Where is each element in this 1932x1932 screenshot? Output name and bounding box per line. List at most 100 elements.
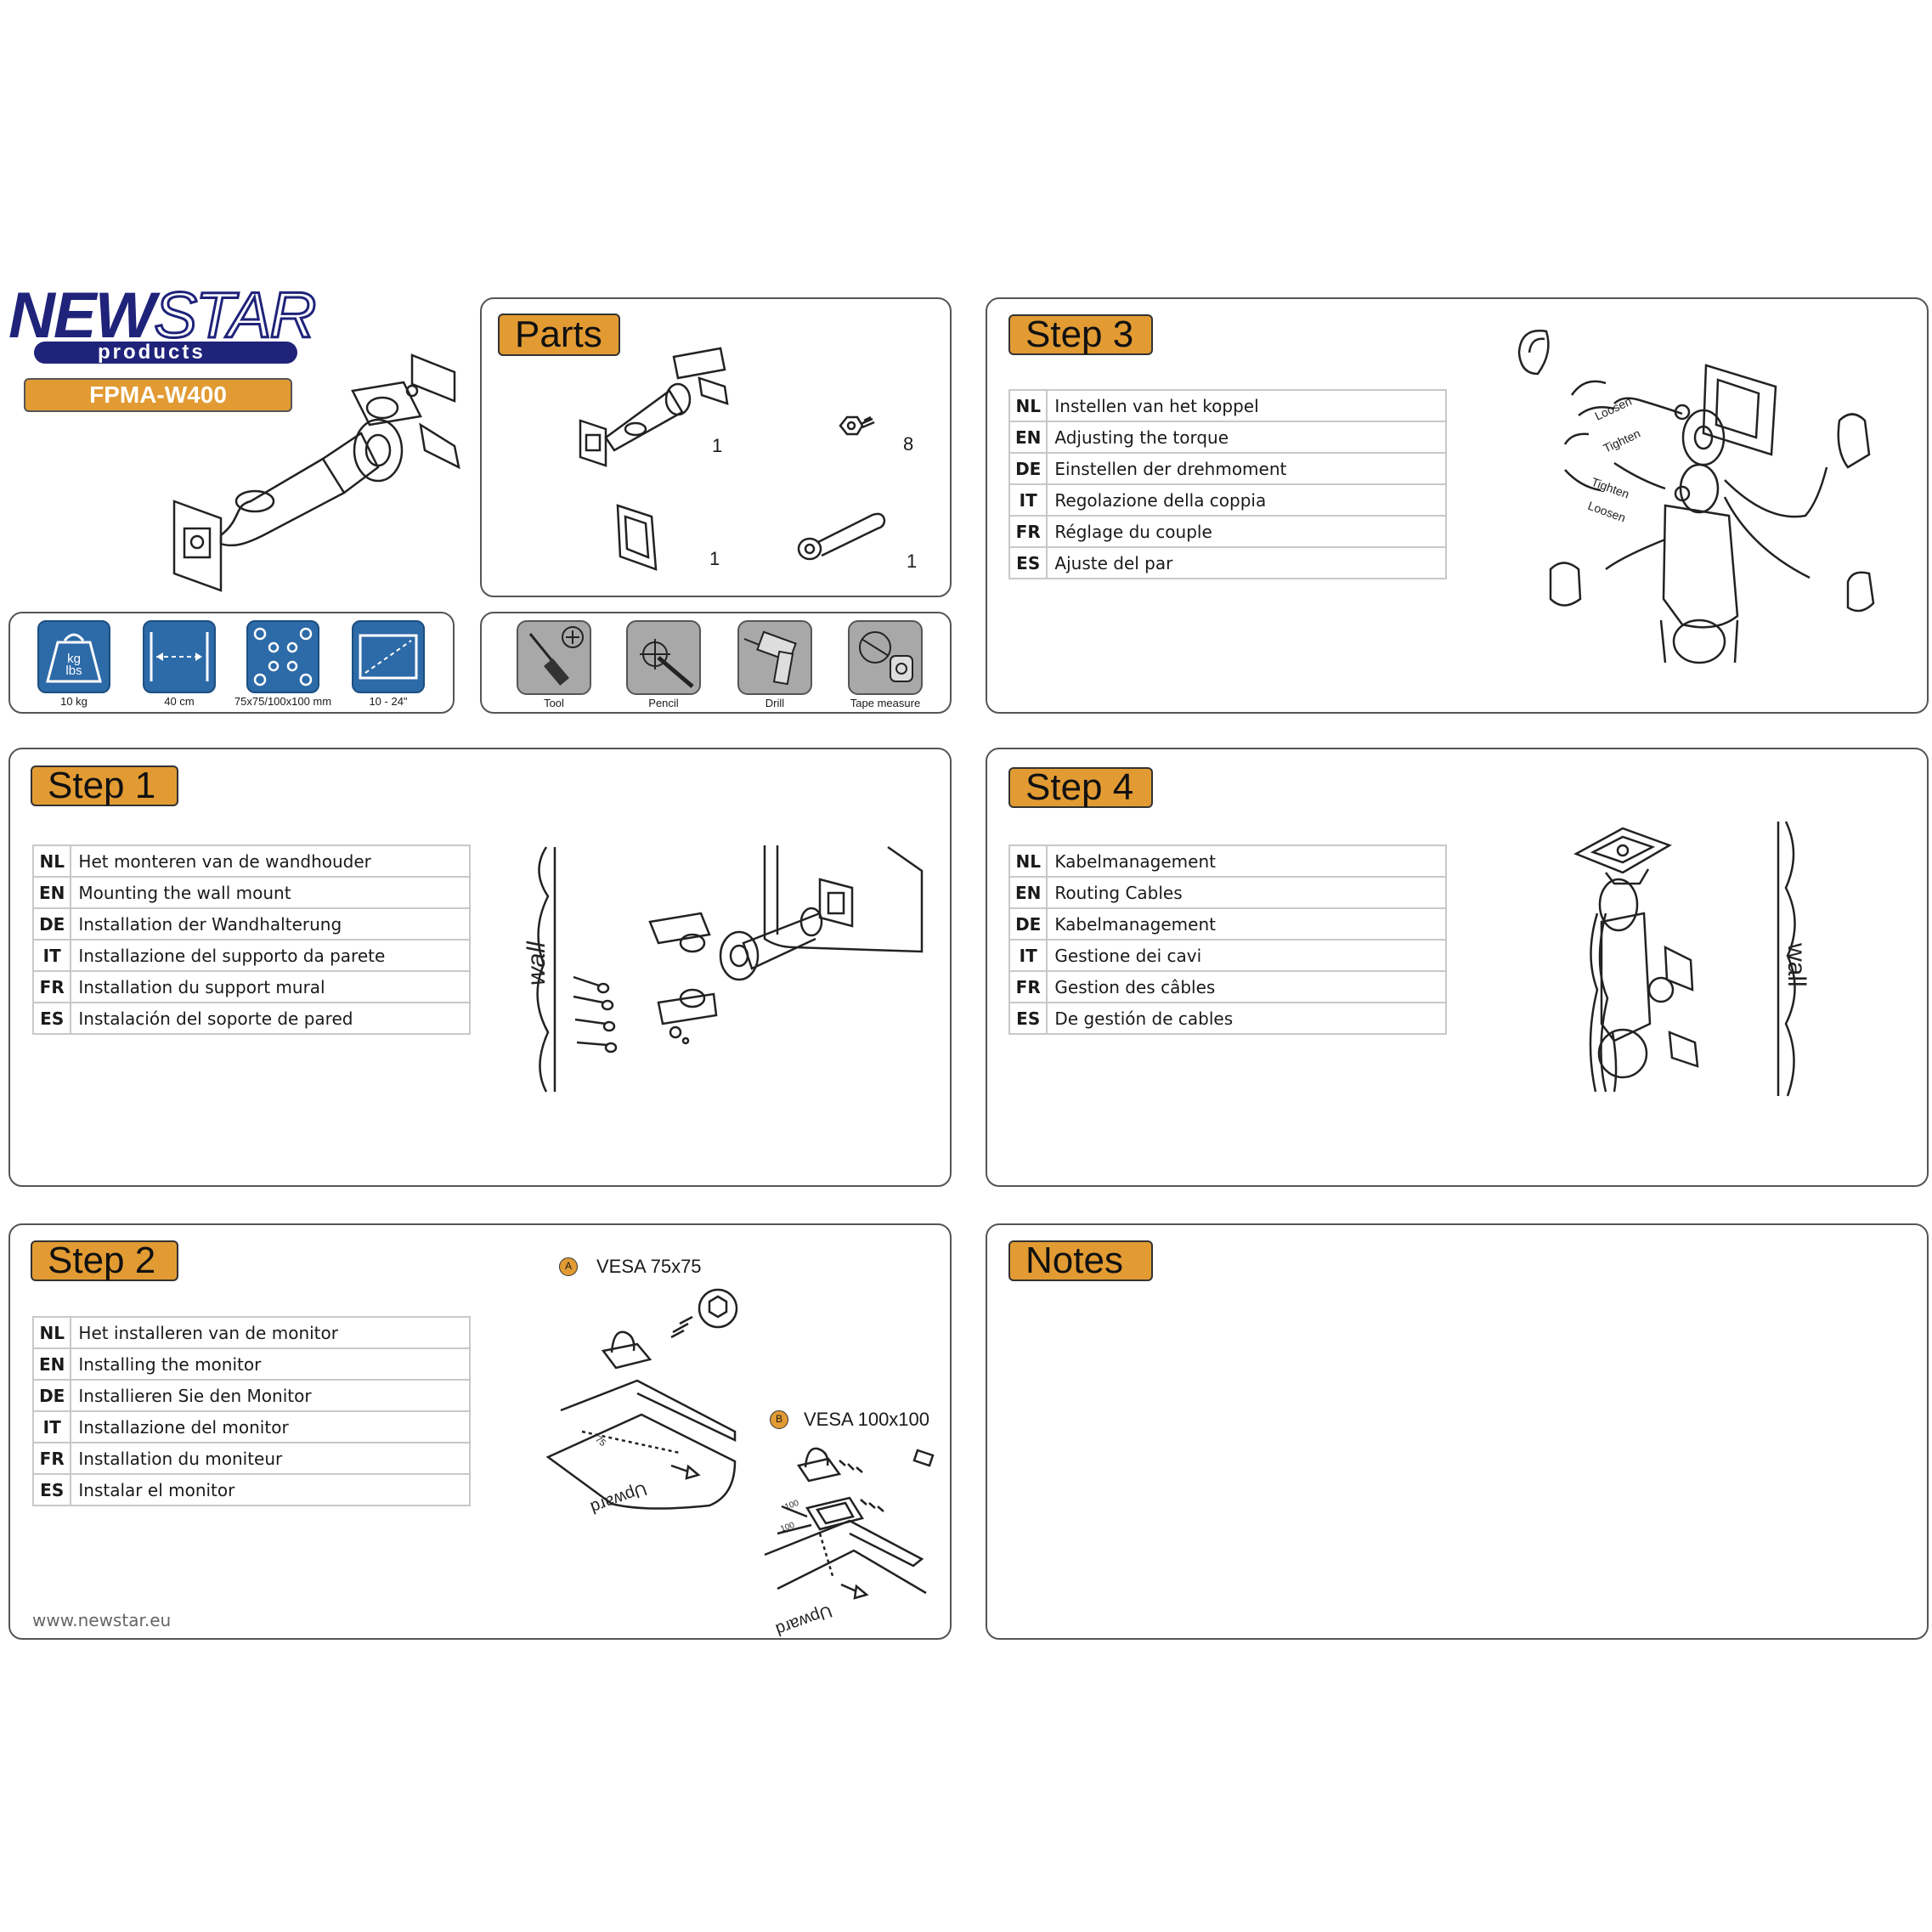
- spec-screen-size: [352, 620, 425, 693]
- arm-part-icon: [579, 347, 729, 467]
- tool-screwdriver: [517, 620, 591, 695]
- logo-star: STAR: [153, 280, 318, 352]
- step3-title: Step 3: [1008, 314, 1153, 355]
- step3-tighten-label-bottom: Tighten: [1590, 475, 1631, 501]
- step4-cable-drawing: wall: [1573, 821, 1811, 1097]
- vesa-icon: [253, 627, 313, 686]
- vesa-b-badge-letter: B: [775, 1413, 782, 1425]
- spec-vesa: [246, 620, 319, 693]
- product-arm-drawing: [172, 353, 460, 592]
- vesa-a-badge-letter: A: [564, 1260, 572, 1272]
- tool-pencil: [626, 620, 701, 695]
- wrench-part-qty: 1: [907, 551, 918, 572]
- vesa-b-label: VESA 100x100: [804, 1409, 930, 1430]
- screw-part-qty: 8: [903, 433, 914, 455]
- weight-icon: kg lbs: [46, 633, 102, 683]
- pencil-icon: [640, 639, 694, 688]
- model-badge: FPMA-W400: [24, 378, 292, 412]
- spec-width: [143, 620, 216, 693]
- weight-lbs-text: lbs: [65, 664, 82, 678]
- tool-pencil-label: Pencil: [648, 697, 679, 709]
- vesa-b-upward-label: Upward: [773, 1602, 834, 1639]
- step1-mounting-drawing: wall: [523, 845, 924, 1093]
- tool-tape-measure-label: Tape measure: [850, 697, 921, 709]
- spec-vesa-label: 75x75/100x100 mm: [234, 695, 332, 708]
- weight-kg-text: kg: [67, 652, 81, 666]
- tool-drill: [737, 620, 812, 695]
- vesa-a-upward-label: Upward: [588, 1479, 649, 1517]
- tool-tape-measure: [848, 620, 923, 695]
- notes-panel: [986, 1223, 1929, 1640]
- step1-title: Step 1: [31, 765, 178, 806]
- brand-logo: NEWSTAR products: [8, 282, 318, 365]
- vesa-b-drawing: 100 100 Upward: [764, 1447, 935, 1639]
- notes-title: Notes: [1008, 1240, 1153, 1281]
- vesa-a-drawing: 75 Upward: [545, 1288, 738, 1517]
- arm-part-qty: 1: [712, 435, 723, 456]
- logo-swoosh: [34, 342, 297, 364]
- logo-sub: products: [98, 341, 206, 364]
- step3-loosen-label-bottom: Loosen: [1586, 499, 1628, 525]
- plate-part-qty: 1: [709, 548, 720, 569]
- model-number: FPMA-W400: [89, 381, 227, 408]
- spec-weight-label: 10 kg: [60, 695, 88, 708]
- wrench-part-icon: [797, 512, 886, 561]
- drill-icon: [743, 630, 797, 686]
- plate-part-icon: [616, 504, 658, 571]
- website-url[interactable]: www.newstar.eu: [32, 1610, 172, 1630]
- step2-title: Step 2: [31, 1240, 178, 1281]
- vesa-b-badge: B: [770, 1410, 788, 1429]
- spec-weight: kg lbs: [37, 620, 110, 693]
- step4-wall-label: wall: [1782, 942, 1811, 987]
- vesa-b-dim-label-top: 100: [783, 1499, 800, 1512]
- tool-drill-label: Drill: [765, 697, 785, 709]
- step3-torque-drawing: Loosen Tighten Tighten Loosen: [1517, 330, 1875, 664]
- tool-screwdriver-label: Tool: [544, 697, 564, 709]
- vesa-b-dim-label-bottom: 100: [779, 1521, 796, 1534]
- logo-wordmark: NEWSTAR: [8, 282, 318, 349]
- spec-width-label: 40 cm: [164, 695, 195, 708]
- logo-new: NEW: [8, 280, 155, 352]
- vesa-a-label: VESA 75x75: [596, 1256, 702, 1277]
- tape-measure-icon: [859, 631, 913, 682]
- screen-size-icon: [359, 634, 418, 680]
- width-icon: [150, 632, 209, 681]
- parts-title: Parts: [498, 314, 620, 356]
- step4-title: Step 4: [1008, 767, 1153, 808]
- step1-wall-label: wall: [523, 941, 551, 986]
- screw-part-icon: [839, 415, 875, 436]
- step3-tighten-label-top: Tighten: [1602, 427, 1643, 455]
- spec-screen-size-label: 10 - 24": [369, 695, 408, 708]
- vesa-a-badge: A: [559, 1257, 578, 1276]
- step3-loosen-label-top: Loosen: [1593, 394, 1634, 423]
- screwdriver-icon: [528, 626, 584, 686]
